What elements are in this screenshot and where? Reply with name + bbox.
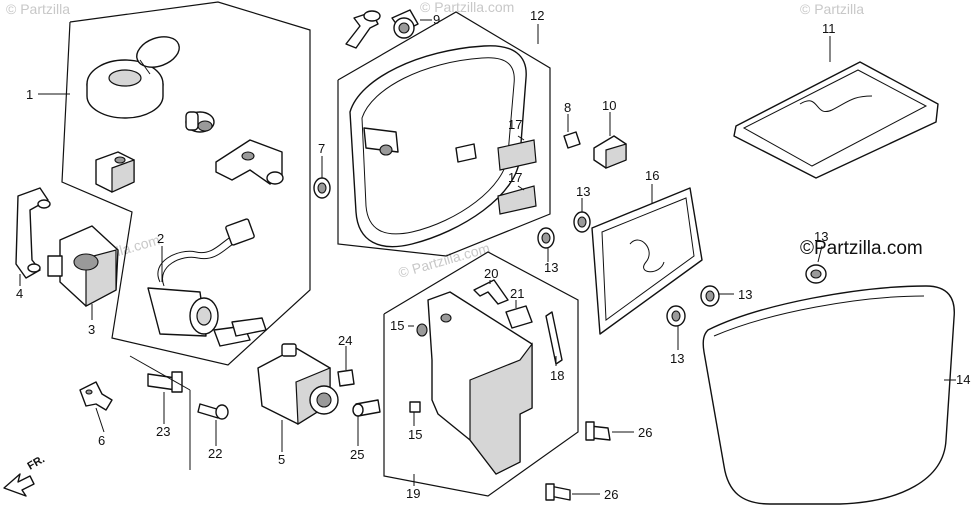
fuel-cap-lock (86, 36, 180, 119)
callout-15-a: 15 (390, 318, 404, 333)
panel-16 (591, 187, 703, 335)
callout-2: 2 (157, 231, 164, 246)
screw-22 (197, 403, 229, 420)
strap-18 (545, 311, 563, 365)
callout-9: 9 (433, 12, 440, 27)
bolt-26-b (545, 483, 571, 501)
callout-23: 23 (156, 424, 170, 439)
callout-26-a: 26 (638, 425, 652, 440)
callout-13-c: 13 (738, 287, 752, 302)
callout-13-e: 13 (814, 229, 828, 244)
leader-lines (19, 19, 956, 495)
front-direction-label: FR. (26, 453, 47, 472)
screw-24 (337, 369, 355, 387)
callout-4: 4 (16, 286, 23, 301)
callout-25: 25 (350, 447, 364, 462)
lock-clamp (215, 139, 284, 185)
clip-21 (505, 305, 533, 329)
callout-3: 3 (88, 322, 95, 337)
brand-logo: ©Partzilla.com (800, 238, 923, 259)
callout-24: 24 (338, 333, 352, 348)
callout-18: 18 (550, 368, 564, 383)
callout-5: 5 (278, 452, 285, 467)
callout-20: 20 (484, 266, 498, 281)
watermark-center: © Partzilla.com (396, 239, 491, 280)
callout-15-b: 15 (408, 427, 422, 442)
small-lock-cylinder (185, 111, 215, 133)
emblem-17-a (497, 139, 537, 171)
clip-20 (473, 279, 509, 305)
callout-6: 6 (98, 433, 105, 448)
key (79, 381, 113, 411)
key-set (345, 9, 419, 49)
callout-numbers: 1 2 3 4 5 6 7 8 9 10 11 12 13 13 13 13 1… (16, 8, 970, 502)
front-direction-arrow: FR. (3, 453, 47, 497)
callout-12: 12 (530, 8, 544, 23)
ignition-set-frame (61, 1, 311, 366)
callout-21: 21 (510, 286, 524, 301)
callout-13-d: 13 (670, 351, 684, 366)
grommet-13-a (537, 227, 555, 249)
bracket-10 (593, 135, 627, 169)
brand-logo-text: ©Partzilla.com (800, 238, 923, 259)
grommet-13-e (805, 264, 827, 284)
lock-bracket (95, 151, 135, 193)
battery-box-frame (383, 251, 579, 497)
callout-10: 10 (602, 98, 616, 113)
callout-26-b: 26 (604, 487, 618, 502)
callout-11: 11 (822, 21, 836, 36)
bolt-26-a (585, 421, 611, 441)
callout-22: 22 (208, 446, 222, 461)
ignition-switch-wiring (147, 218, 267, 347)
watermark-top-center: © Partzilla.com (420, 0, 514, 15)
callout-19: 19 (406, 486, 420, 501)
screw-25 (352, 399, 381, 417)
switch-rotor (47, 225, 119, 307)
right-side-cover (702, 285, 955, 505)
side-cover-frame (337, 11, 551, 257)
callout-13-a: 13 (544, 260, 558, 275)
callout-7: 7 (318, 141, 325, 156)
callout-14: 14 (956, 372, 970, 387)
watermark-top-left: © Partzilla (6, 1, 70, 17)
bolt-23 (147, 371, 183, 393)
switch-body (257, 343, 339, 426)
callout-8: 8 (564, 100, 571, 115)
callout-17-a: 17 (508, 117, 522, 132)
callout-1: 1 (26, 87, 33, 102)
grommet-13-c (700, 285, 720, 307)
callout-16: 16 (645, 168, 659, 183)
grommet-13-b (573, 211, 591, 233)
tool-pouch (733, 61, 939, 179)
grommet-7 (313, 177, 331, 199)
watermark-top-right: © Partzilla (800, 1, 864, 17)
callout-17-b: 17 (508, 170, 522, 185)
emblem-17-b (497, 185, 537, 215)
callout-13-b: 13 (576, 184, 590, 199)
grommet-13-d (666, 305, 686, 327)
switch-bracket (15, 187, 51, 279)
clip-8 (563, 131, 581, 149)
